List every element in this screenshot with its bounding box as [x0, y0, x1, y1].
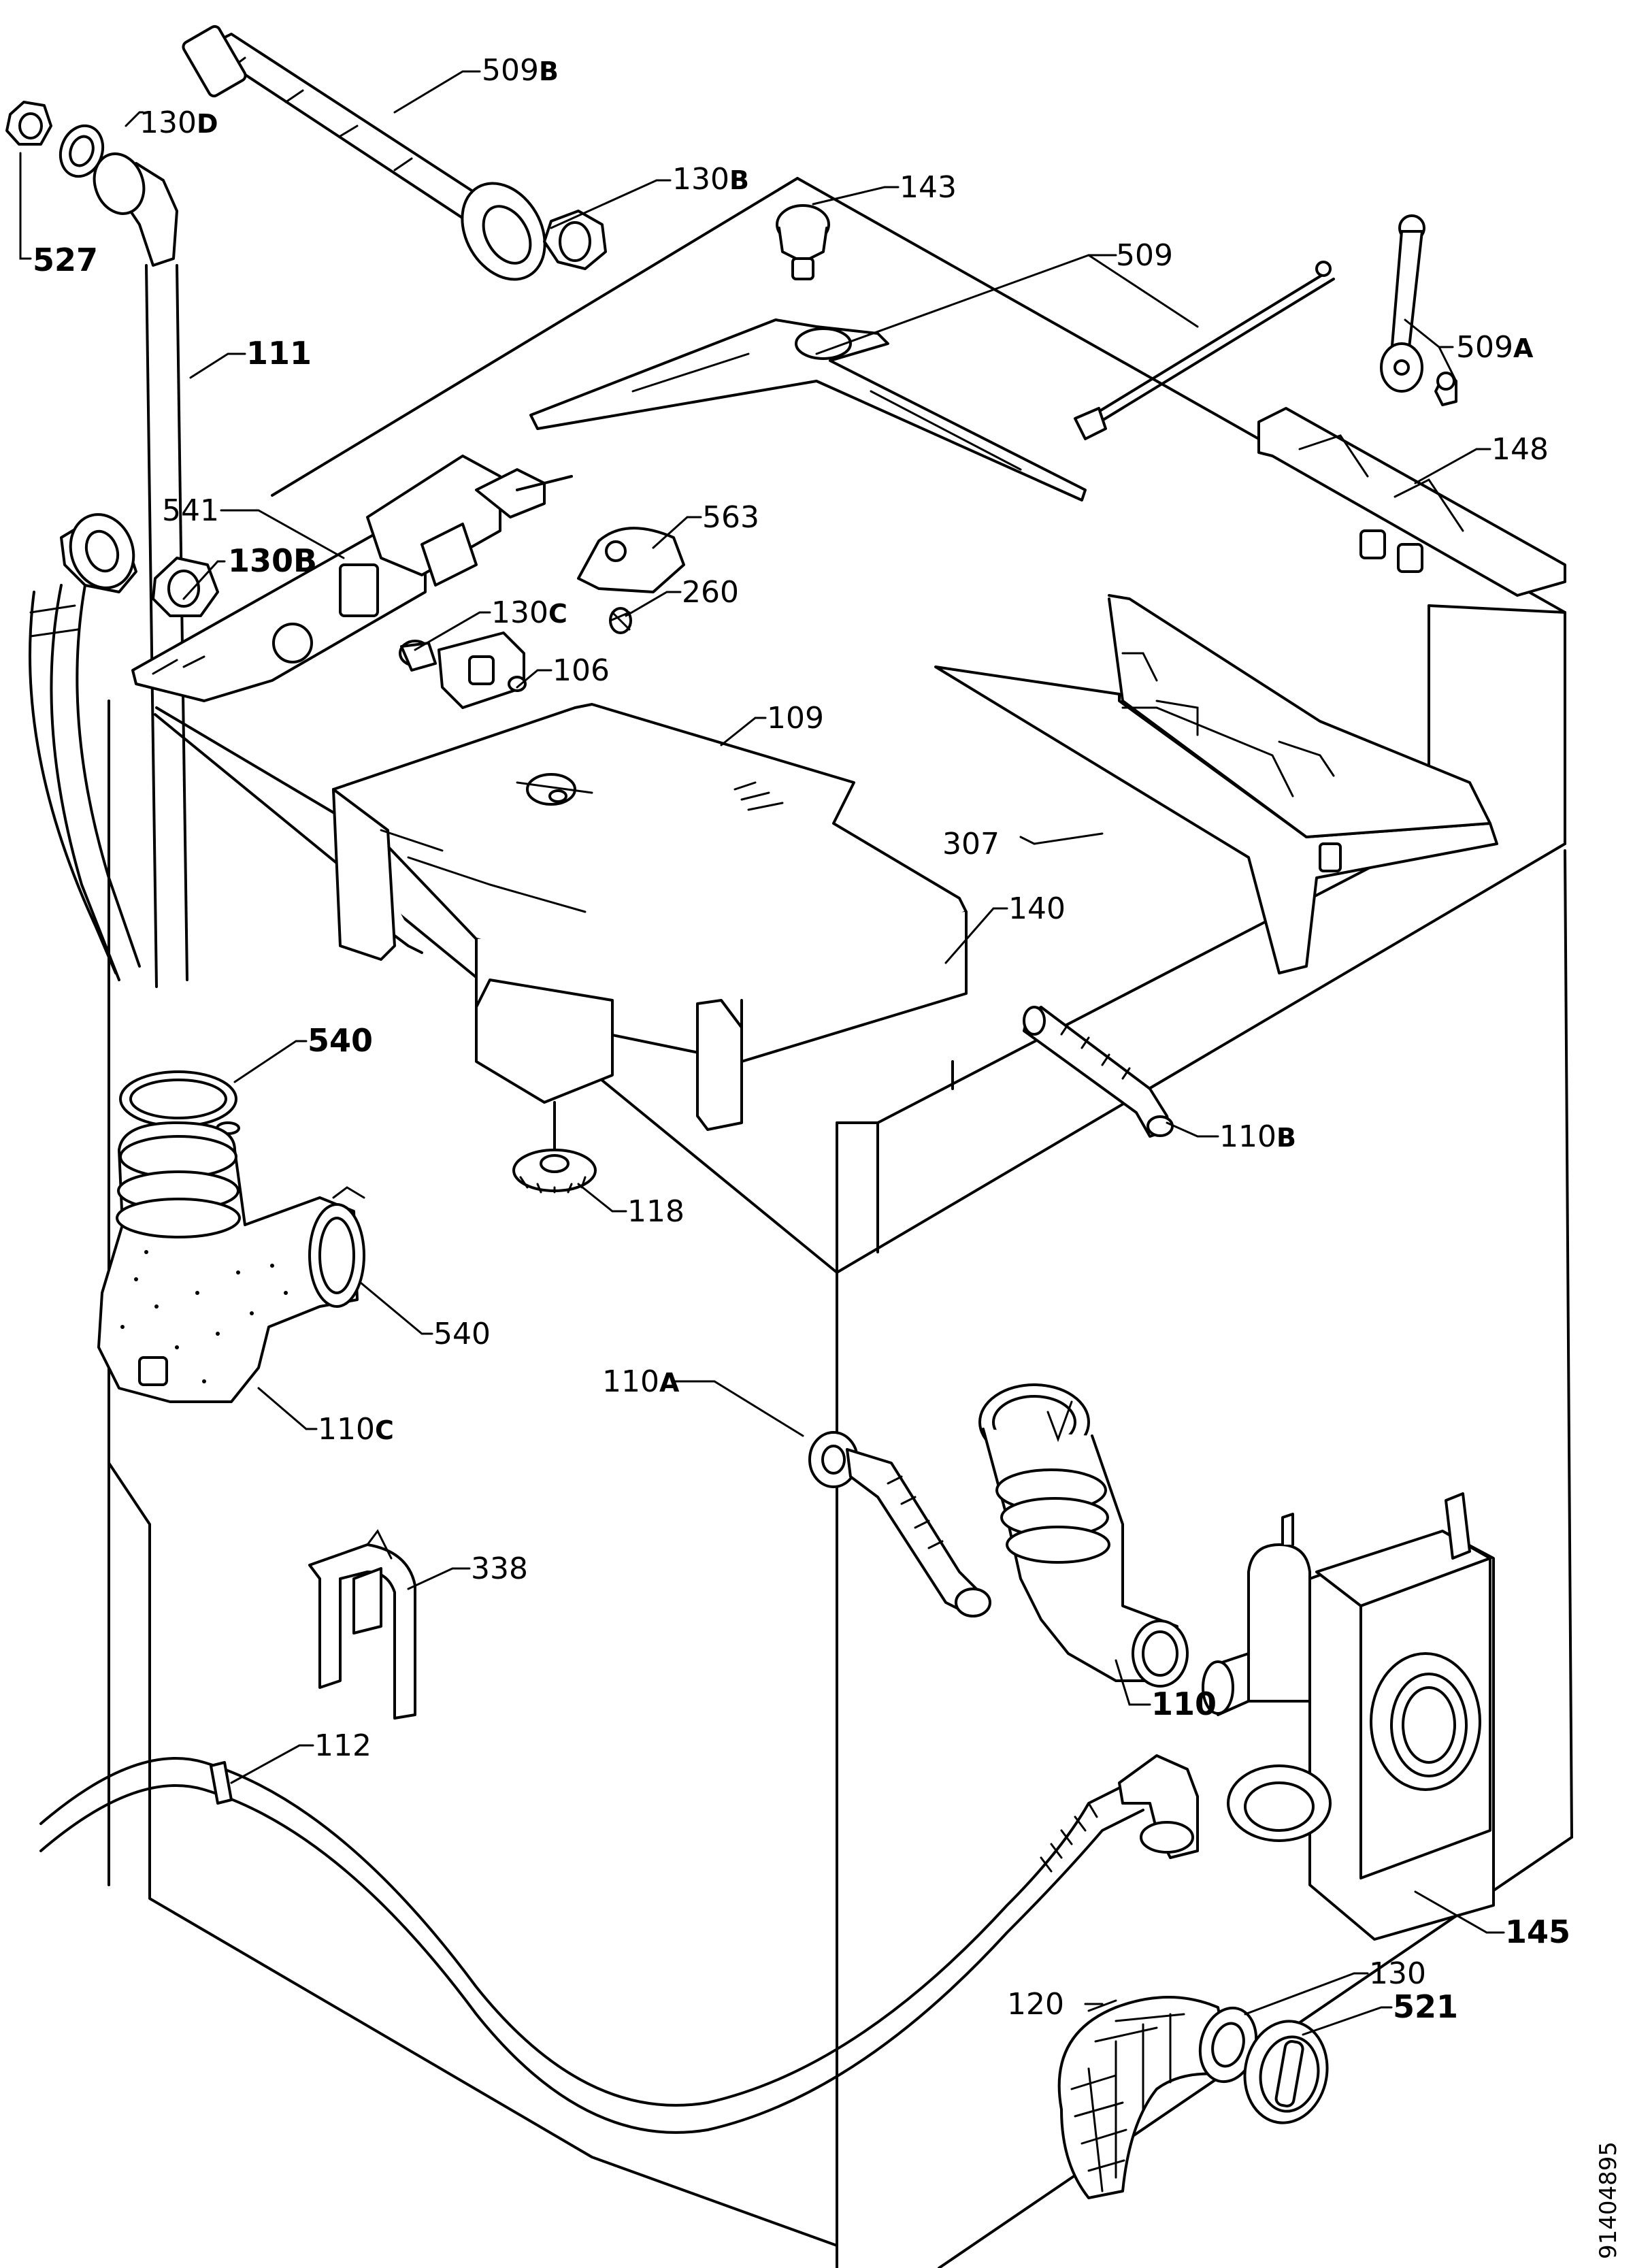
knob-143 [776, 204, 830, 280]
hose-110a [808, 1431, 991, 1617]
label-110c: 110C [318, 1412, 394, 1447]
label-130d: 130D [139, 105, 218, 140]
label-145: 145 [1505, 1913, 1570, 1950]
washer-130d [59, 124, 105, 178]
label-521: 521 [1393, 1988, 1458, 2025]
label-110: 110 [1151, 1686, 1217, 1722]
speckle-110c [120, 1250, 288, 1383]
drawer-307 [934, 594, 1498, 974]
spring-260 [609, 607, 632, 634]
leader-lines [19, 70, 1505, 2036]
cap-521 [1243, 2020, 1329, 2124]
label-118: 118 [627, 1194, 684, 1229]
label-130b-mid: 130B [228, 542, 317, 579]
label-540-top: 540 [308, 1022, 373, 1059]
label-148: 148 [1491, 432, 1549, 467]
label-110b: 110B [1219, 1119, 1296, 1154]
label-110a: 110A [602, 1364, 680, 1399]
label-260: 260 [682, 575, 739, 610]
inlet-pipe-509b [182, 24, 607, 281]
label-109: 109 [767, 701, 824, 736]
label-509b: 509B [482, 53, 559, 88]
clip-130c [399, 640, 437, 672]
label-563: 563 [702, 500, 759, 535]
part-labels: 509B 130D 527 130B 143 509 111 509A 148 … [33, 53, 1570, 2025]
lever-509a [1380, 214, 1457, 406]
inlet-hose-111 [29, 152, 188, 988]
nut-527 [5, 101, 52, 146]
label-307: 307 [942, 827, 1000, 861]
label-338: 338 [471, 1551, 528, 1586]
label-130c: 130C [491, 595, 567, 630]
label-541: 541 [162, 493, 219, 528]
label-111: 111 [246, 335, 312, 372]
label-140: 140 [1008, 891, 1066, 926]
label-509: 509 [1116, 238, 1173, 273]
label-130b-top: 130B [672, 162, 749, 197]
clip-338 [308, 1529, 416, 1720]
label-130: 130 [1369, 1956, 1426, 1991]
bracket-148 [1257, 407, 1566, 597]
bellows-110 [978, 1383, 1189, 1688]
lever-509 [529, 318, 1087, 502]
valve-106 [438, 631, 527, 709]
label-106: 106 [552, 653, 610, 688]
nut-130b [152, 557, 219, 617]
filter-120 [1057, 1996, 1233, 2199]
label-112: 112 [314, 1728, 372, 1763]
label-527: 527 [33, 242, 98, 278]
label-120: 120 [1007, 1987, 1064, 2022]
hose-110b [1023, 1006, 1174, 1138]
document-number: 91404895 [1595, 2141, 1622, 2259]
valve-bracket-541 [131, 455, 573, 702]
cam-563 [577, 527, 685, 593]
pump-145 [1118, 1492, 1495, 1941]
label-540-mid: 540 [433, 1317, 491, 1351]
drain-hose-112 [39, 1757, 1144, 2134]
label-143: 143 [900, 170, 957, 205]
rod-509 [1074, 261, 1335, 440]
dispenser-housing-109 [332, 703, 968, 1131]
wheel-118 [512, 1101, 597, 1194]
label-509a: 509A [1456, 330, 1534, 365]
sump-hose-110c [97, 1121, 365, 1403]
